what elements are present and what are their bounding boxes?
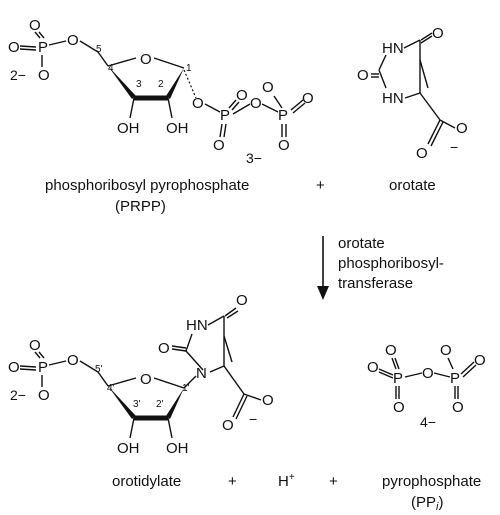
bottom-plus-1: +	[228, 473, 237, 490]
omp-charge: −	[249, 411, 257, 427]
enzyme-line-2: phosphoribosyl-	[338, 255, 444, 272]
omp-phosphate-O-left: O	[8, 359, 20, 376]
prpp-pp-P2: P	[278, 107, 288, 124]
orotidylate-structure: P O O O O 2− 5' O 4' 1' 3' 2' OH OH N HN	[8, 292, 274, 457]
prpp-name: phosphoribosyl pyrophosphate	[45, 177, 249, 194]
orotate-charge: −	[450, 139, 458, 155]
prpp-num-1: 1	[186, 63, 192, 74]
prpp-O-glyco: O	[192, 95, 204, 112]
enzyme-line-3: transferase	[338, 275, 413, 292]
omp-num-3: 3'	[133, 399, 141, 410]
proton-sup: +	[289, 472, 295, 483]
orotate-carboxyl-O-left: O	[416, 145, 428, 162]
proton: H+	[278, 472, 295, 490]
prpp-pp-P2-O-topleft: O	[262, 79, 274, 96]
ppi-O-bridge: O	[422, 365, 434, 382]
prpp-phosphate-O-top: O	[29, 17, 41, 34]
prpp-num-5: 5	[96, 44, 102, 55]
prpp-phosphate-O-bottom: O	[38, 67, 50, 84]
prpp-pp-O-bridge: O	[250, 95, 262, 112]
omp-phosphate-P: P	[38, 359, 48, 376]
prpp-charge-right: 3−	[246, 150, 262, 166]
proton-base: H	[278, 473, 289, 490]
omp-num-4: 4'	[107, 383, 115, 394]
ppi-charge: 4−	[420, 414, 436, 430]
prpp-pp-P1-O-top: O	[236, 87, 248, 104]
prpp-num-4: 4	[108, 63, 114, 74]
omp-charge-left: 2−	[10, 387, 26, 403]
prpp-pp-P1-O-bottom: O	[213, 137, 225, 154]
ppi-P2-O-bottom: O	[452, 399, 464, 416]
pyrophosphate-abbr: (PPi)	[411, 494, 443, 513]
ppi-P2-O-top: O	[440, 342, 452, 359]
prpp-num-3: 3	[136, 79, 142, 90]
pyrophosphate-structure: O P O O O P O O O 4−	[367, 342, 486, 430]
ppi-P1-O-top: O	[385, 342, 397, 359]
prpp-pp-P2-O-bottom: O	[278, 137, 290, 154]
ppi-O-left: O	[367, 359, 379, 376]
prpp-ring-O: O	[140, 51, 152, 68]
orotate-HN-top: HN	[382, 40, 404, 57]
prpp-phosphate-O-bridge: O	[67, 32, 79, 49]
omp-ring-O: O	[140, 371, 152, 388]
prpp-phosphate-P: P	[38, 39, 48, 56]
omp-carboxyl-O-left: O	[222, 417, 234, 434]
pyrophosphate-name: pyrophosphate	[382, 473, 481, 490]
prpp-pp-P2-O-right: O	[302, 90, 314, 107]
omp-carboxyl-O-right: O	[262, 392, 274, 409]
prpp-phosphate-O-left: O	[8, 39, 20, 56]
prpp-OH-2: OH	[166, 120, 189, 137]
orotidylate-name: orotidylate	[112, 473, 181, 490]
omp-ring-HN: HN	[186, 317, 208, 334]
ppi-P1: P	[393, 370, 403, 387]
omp-num-5: 5'	[95, 364, 103, 375]
omp-OH-3: OH	[117, 440, 140, 457]
omp-num-1: 1'	[182, 383, 190, 394]
omp-O-top: O	[236, 292, 248, 309]
reaction-arrow	[317, 236, 329, 300]
omp-phosphate-O-bottom: O	[38, 387, 50, 404]
omp-phosphate-O-bridge: O	[67, 352, 79, 369]
ppi-P1-O-bottom: O	[393, 399, 405, 416]
ppi-abbr-sub: i	[436, 501, 439, 513]
ppi-P2: P	[450, 370, 460, 387]
orotate-O-left: O	[357, 67, 369, 84]
ppi-abbr-open: (PP	[411, 494, 436, 511]
orotate-HN-bottom: HN	[382, 90, 404, 107]
omp-num-2: 2'	[156, 399, 164, 410]
orotate-O-top: O	[432, 25, 444, 42]
omp-phosphate-O-top: O	[29, 337, 41, 354]
omp-ring-N: N	[196, 365, 207, 382]
prpp-OH-3: OH	[117, 120, 140, 137]
top-plus: +	[316, 177, 325, 194]
ppi-abbr-close: )	[438, 494, 443, 511]
prpp-pp-P1: P	[220, 107, 230, 124]
prpp-abbr: (PRPP)	[115, 198, 166, 215]
prpp-charge-left: 2−	[10, 67, 26, 83]
enzyme-line-1: orotate	[338, 235, 385, 252]
omp-O-left: O	[158, 340, 170, 357]
orotate-carboxyl-O-right: O	[456, 120, 468, 137]
ppi-P2-O-right: O	[474, 352, 486, 369]
prpp-num-2: 2	[158, 79, 164, 90]
prpp-structure: P O O O O 2− 5 O 4 1 3 2 OH OH O P	[8, 17, 314, 166]
omp-OH-2: OH	[166, 440, 189, 457]
orotate-structure: HN HN O O O O −	[357, 25, 468, 162]
bottom-plus-2: +	[329, 473, 338, 490]
orotate-name: orotate	[389, 177, 436, 194]
